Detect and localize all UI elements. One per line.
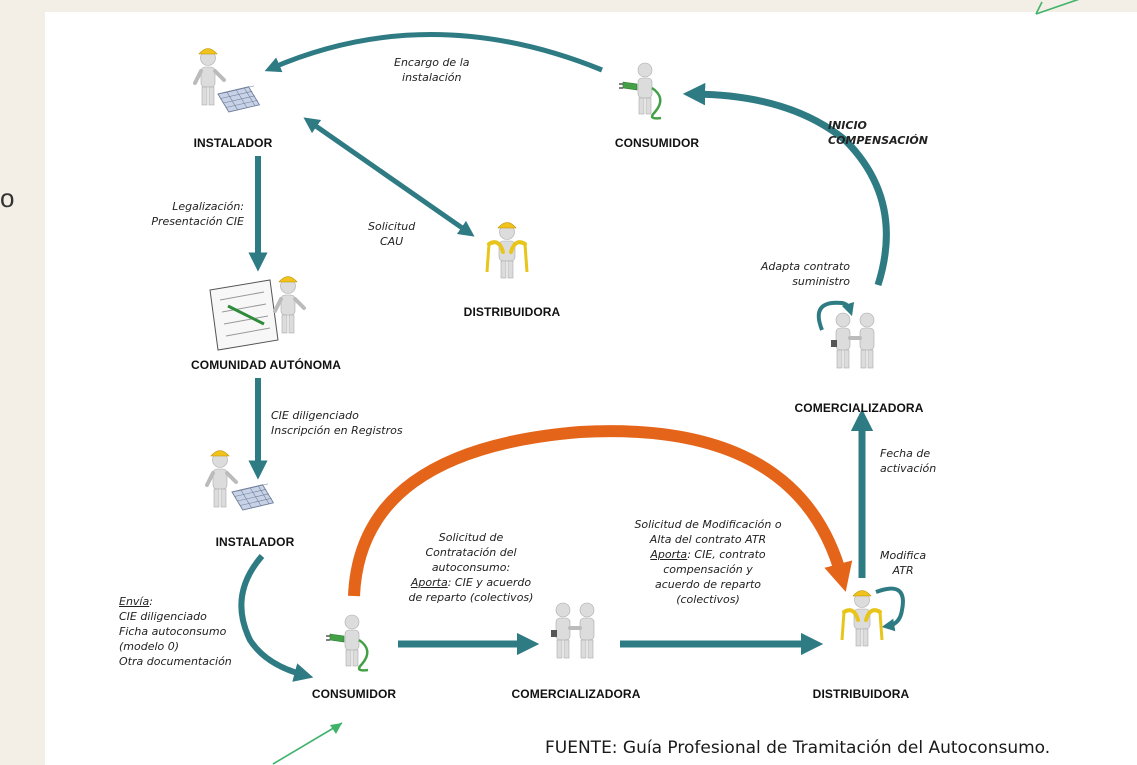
label-instalador-mid: INSTALADOR	[215, 535, 295, 549]
distribuidora-bottom-figure	[840, 588, 884, 648]
arrow-instalador-to-consumidor	[238, 554, 314, 682]
green-pointer-arrowhead-bottom	[330, 723, 342, 734]
label-comercializadora-bottom: COMERCIALIZADORA	[511, 687, 641, 701]
self-arrow-comercializadora	[816, 300, 855, 331]
stray-letter: o	[0, 183, 15, 213]
note-legalizacion: Legalización:Presentación CIE	[151, 200, 244, 228]
label-comunidad: COMUNIDAD AUTÓNOMA	[190, 358, 342, 372]
note-solicitud-modificacion: Solicitud de Modificación o Alta del con…	[634, 518, 782, 606]
note-solicitud-contratacion: Solicitud de Contratación del autoconsum…	[408, 531, 534, 604]
arrow-comercializadora-to-consumidor	[682, 82, 890, 287]
comercializadora-bottom-figure	[549, 601, 596, 660]
note-envia: Envía: CIE diligenciado Ficha autoconsum…	[119, 595, 232, 668]
green-pointer-arrow-bottom	[272, 722, 343, 765]
label-comercializadora-right: COMERCIALIZADORA	[794, 401, 924, 415]
green-pointer-arrowhead-top	[1035, 1, 1043, 15]
label-distribuidora-top: DISTRIBUIDORA	[463, 305, 561, 319]
label-consumidor-top: CONSUMIDOR	[614, 136, 700, 150]
instalador-top-figure	[193, 46, 260, 113]
consumidor-top-figure	[617, 61, 663, 120]
arrow-consumidor-to-instalador	[264, 32, 603, 73]
consumidor-bottom-figure	[324, 613, 370, 672]
self-arrow-distribuidora	[875, 586, 905, 632]
label-distribuidora-bottom: DISTRIBUIDORA	[812, 687, 910, 701]
instalador-mid-figure	[205, 448, 274, 511]
label-consumidor-bottom: CONSUMIDOR	[311, 687, 397, 701]
comunidad-figure	[209, 274, 306, 351]
source-caption: FUENTE: Guía Profesional de Tramitación …	[545, 738, 1051, 758]
arrow-consumidor-to-distribuidora-orange	[348, 425, 853, 597]
label-instalador-top: INSTALADOR	[193, 136, 273, 150]
distribuidora-top-figure	[485, 220, 529, 280]
green-pointer-arrow-top	[1035, 0, 1080, 15]
comercializadora-right-figure	[829, 311, 876, 370]
arrow-instalador-distribuidora-cau	[303, 117, 475, 237]
